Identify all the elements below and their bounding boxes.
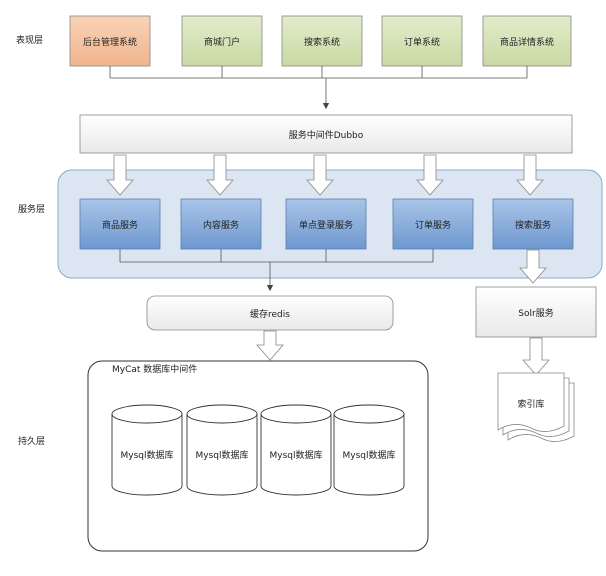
cache-label: 缓存redis <box>250 308 290 320</box>
database-label: Mysql数据库 <box>270 449 323 461</box>
database-cylinder: Mysql数据库 <box>111 404 183 496</box>
layer-label-presentation: 表现层 <box>16 34 43 46</box>
database-cylinder: Mysql数据库 <box>260 404 332 496</box>
database-cylinder: Mysql数据库 <box>333 404 405 496</box>
index-label: 索引库 <box>517 398 544 410</box>
mycat-label: MyCat 数据库中间件 <box>112 363 197 375</box>
solr-label: Solr服务 <box>518 307 553 319</box>
block-arrow <box>206 154 234 196</box>
service-node-sso: 单点登录服务 <box>285 198 367 250</box>
service-to-cache-connector <box>119 249 434 292</box>
block-arrow <box>106 154 134 196</box>
presentation-node-label: 订单系统 <box>404 36 440 48</box>
presentation-node-detail: 商品详情系统 <box>482 15 572 67</box>
presentation-node-label: 商城门户 <box>204 36 240 48</box>
block-arrow <box>516 154 544 196</box>
layer-label-service: 服务层 <box>18 203 45 215</box>
service-node-product: 商品服务 <box>79 198 161 250</box>
cache-redis: 缓存redis <box>146 295 394 331</box>
presentation-node-label: 后台管理系统 <box>83 36 137 48</box>
middleware-dubbo: 服务中间件Dubbo <box>79 114 573 154</box>
service-node-search: 搜索服务 <box>492 198 574 250</box>
block-arrow <box>416 154 444 196</box>
service-node-content: 内容服务 <box>180 198 262 250</box>
service-node-label: 单点登录服务 <box>299 219 353 231</box>
block-arrows-dubbo-to-services <box>106 154 544 196</box>
presentation-node-label: 商品详情系统 <box>500 36 554 48</box>
service-node-label: 订单服务 <box>415 219 451 231</box>
solr-service: Solr服务 <box>475 286 597 338</box>
service-node-order: 订单服务 <box>392 198 474 250</box>
service-node-label: 搜索服务 <box>515 219 551 231</box>
presentation-node-order: 订单系统 <box>381 15 463 67</box>
presentation-node-search: 搜索系统 <box>281 15 363 67</box>
index-store: 索引库 <box>497 372 575 442</box>
database-label: Mysql数据库 <box>343 449 396 461</box>
service-node-label: 商品服务 <box>102 219 138 231</box>
layer-label-persistence: 持久层 <box>18 435 45 447</box>
presentation-connector <box>109 66 528 110</box>
block-arrow-cache-to-mycat <box>256 330 284 361</box>
presentation-node-admin: 后台管理系统 <box>69 15 151 67</box>
block-arrow-solr-to-index <box>522 337 550 376</box>
database-cylinder: Mysql数据库 <box>186 404 258 496</box>
database-label: Mysql数据库 <box>196 449 249 461</box>
database-label: Mysql数据库 <box>121 449 174 461</box>
presentation-node-portal: 商城门户 <box>181 15 263 67</box>
service-node-label: 内容服务 <box>203 219 239 231</box>
middleware-label: 服务中间件Dubbo <box>289 129 364 141</box>
presentation-node-label: 搜索系统 <box>304 36 340 48</box>
block-arrow-search-to-solr <box>519 249 547 284</box>
block-arrow <box>306 154 334 196</box>
